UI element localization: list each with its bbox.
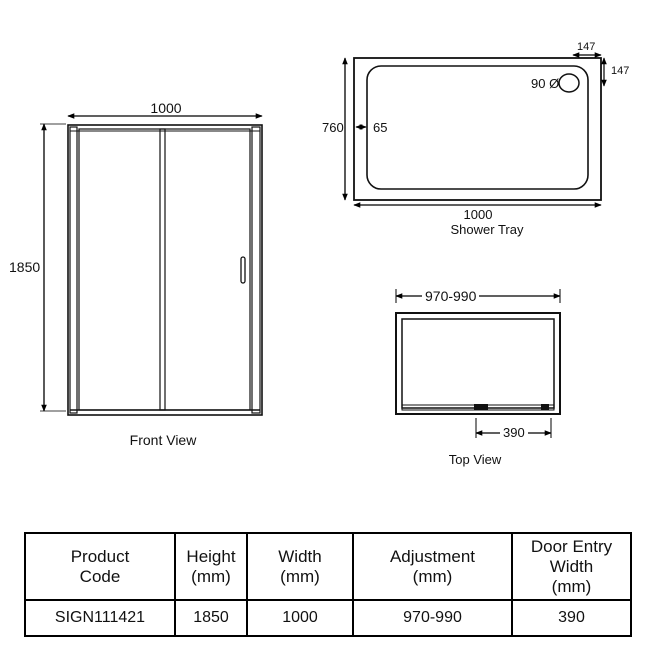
waste-offset-y-label: 147: [611, 65, 630, 77]
specification-table: Product Code Height (mm) Width (mm) Adju…: [24, 532, 632, 637]
cell-door-entry-width: 390: [511, 599, 632, 637]
front-height-label: 1850: [9, 259, 41, 275]
tray-depth-label: 760: [322, 120, 344, 135]
shower-tray-caption: Shower Tray: [450, 222, 524, 237]
front-view-caption: Front View: [129, 432, 197, 448]
enclosure-right-profile: [251, 126, 261, 414]
door-handle: [240, 256, 246, 284]
header-height: Height (mm): [174, 532, 248, 601]
cell-width: 1000: [246, 599, 354, 637]
fixed-glass-panel: [78, 128, 166, 411]
top-adjustment-label: 970-990: [422, 289, 480, 303]
waste-outlet-circle: [558, 73, 580, 93]
top-view-inner-frame: [401, 318, 555, 409]
tray-width-label: 1000: [463, 207, 493, 222]
header-adjustment: Adjustment (mm): [352, 532, 513, 601]
header-width: Width (mm): [246, 532, 354, 601]
top-view: [395, 289, 561, 438]
enclosure-outer-frame: [67, 124, 263, 416]
tray-lip-label: 65: [373, 120, 388, 135]
table-header-row: Product Code Height (mm) Width (mm) Adju…: [24, 532, 632, 601]
front-view: [40, 113, 263, 416]
front-width-label: 1000: [150, 100, 182, 116]
tray-basin: [366, 65, 589, 190]
waste-offset-x-label: 147: [577, 41, 596, 53]
shower-tray-view: [342, 52, 607, 208]
waste-size-label: 90 Ø: [531, 76, 560, 91]
cell-product-code: SIGN111421: [24, 599, 176, 637]
enclosure-left-profile: [69, 126, 78, 414]
header-product-code: Product Code: [24, 532, 176, 601]
cell-adjustment: 970-990: [352, 599, 513, 637]
tray-outline: [353, 57, 602, 201]
header-door-entry-width: Door Entry Width (mm): [511, 532, 632, 601]
top-view-outer-frame: [395, 312, 561, 415]
top-view-caption: Top View: [448, 452, 502, 467]
top-door-entry-label: 390: [500, 426, 528, 439]
cell-height: 1850: [174, 599, 248, 637]
table-row: SIGN111421 1850 1000 970-990 390: [24, 599, 632, 637]
sliding-door-panel: [159, 128, 251, 411]
